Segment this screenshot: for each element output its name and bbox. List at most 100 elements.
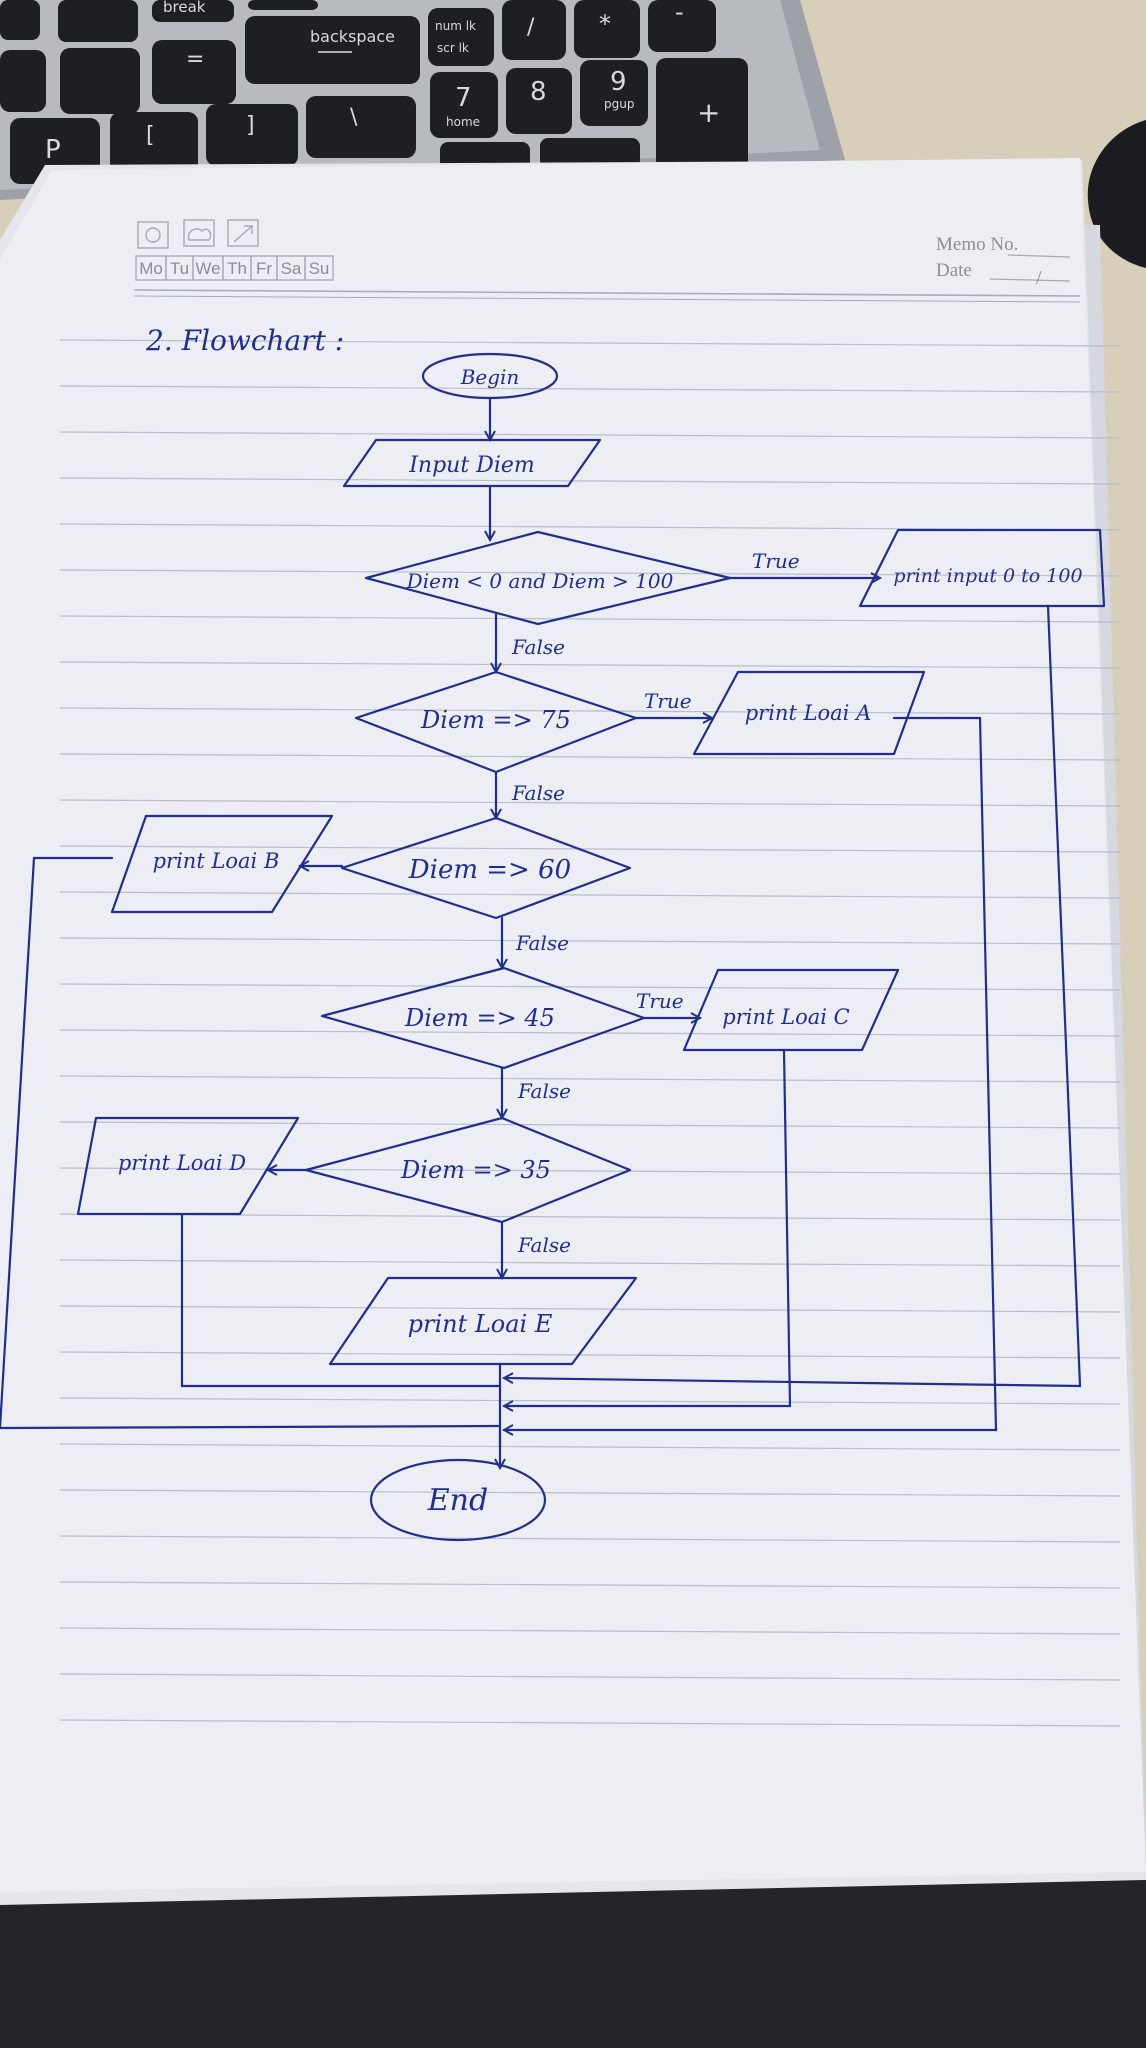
key-label: * (599, 10, 611, 38)
rule-line (59, 1305, 1121, 1313)
rule-line (59, 1029, 1121, 1037)
sun-icon (145, 227, 161, 243)
page-heading: 2. Flowchart : (145, 324, 344, 357)
flowchart: Begin Input Diem Diem < 0 and Diem > 100… (0, 352, 1106, 1542)
rule-line (59, 937, 1121, 945)
weather-icon-box (137, 221, 169, 249)
output-b-label: print Loai B (153, 849, 280, 873)
false-label: False (511, 635, 565, 659)
decision-1 (364, 530, 732, 626)
output-a-box (692, 670, 926, 756)
input-box (342, 438, 602, 488)
output-e-label: print Loai E (408, 1310, 553, 1338)
rule-line (59, 1259, 1121, 1267)
key-label: - (675, 0, 684, 26)
key (245, 16, 420, 84)
rule-line (59, 1535, 1121, 1543)
begin-label: Begin (460, 365, 520, 389)
false-label: False (511, 781, 565, 805)
key-label: 7 (455, 83, 472, 113)
rule-line (59, 477, 1121, 485)
key-label: [ (146, 123, 155, 148)
rule-line (59, 1167, 1121, 1175)
key-label: / (527, 15, 535, 40)
rule-line (59, 983, 1121, 991)
key (152, 40, 236, 104)
output-c-label: print Loai C (722, 1005, 849, 1029)
memo-label: Memo No. (936, 234, 1018, 255)
rule-line (59, 431, 1121, 439)
merge-connectors (0, 604, 1082, 1468)
true-label: True (636, 989, 684, 1013)
weekday-box (304, 255, 334, 281)
weather-icon-box (183, 219, 215, 247)
rule-line (59, 1581, 1121, 1589)
key (506, 68, 572, 134)
rule-line (59, 661, 1121, 669)
cloud-icon (187, 228, 212, 241)
rule-line (59, 1351, 1121, 1359)
input-label: Input Diem (408, 453, 535, 478)
false-label: False (517, 1079, 571, 1103)
rule-line (59, 339, 1121, 347)
rule-line (59, 1489, 1121, 1497)
notebook (0, 158, 1146, 1905)
output-d-box (76, 1116, 300, 1216)
decision-2-label: Diem => 75 (420, 706, 571, 734)
output-a-label: print Loai A (745, 701, 872, 725)
key (306, 96, 416, 158)
key (58, 0, 138, 42)
weekday-label: We (195, 259, 220, 278)
output-b-box (110, 814, 334, 914)
key-label: 8 (530, 77, 547, 107)
output-range-box (858, 528, 1106, 608)
false-label: False (515, 931, 569, 955)
key (574, 0, 640, 58)
key (248, 0, 318, 10)
key (540, 138, 640, 168)
key (502, 0, 566, 60)
laptop-keyboard: break backspace num lk scr lk / * - P [ … (0, 0, 845, 200)
rule-line (59, 1673, 1121, 1681)
key-label: P (45, 135, 61, 165)
output-e-box (328, 1276, 638, 1366)
true-label: True (752, 549, 800, 573)
rule-line (59, 615, 1121, 623)
weekday-label: Su (309, 259, 330, 278)
key-label: + (697, 96, 720, 129)
key (60, 48, 140, 114)
key-label: pgup (604, 97, 634, 111)
date-label: Date (936, 260, 972, 281)
key-label: backspace (310, 27, 395, 46)
key-label: 9 (610, 67, 627, 97)
rule-line (59, 1075, 1121, 1083)
key-label: = (186, 47, 204, 72)
key (430, 72, 498, 138)
weekday-label: Fr (256, 259, 272, 278)
key-label: \ (350, 105, 358, 130)
weekday-label: Mo (139, 259, 163, 278)
key-label: ] (246, 113, 255, 138)
decision-5-label: Diem => 35 (400, 1156, 551, 1184)
key-label: break (163, 0, 206, 16)
rule-line (59, 891, 1121, 899)
key-label: scr lk (437, 41, 469, 55)
decision-3 (340, 816, 632, 920)
key (428, 8, 494, 66)
key (0, 50, 46, 112)
key (648, 0, 716, 52)
laptop-bottom (0, 1880, 1146, 2048)
rule-line (59, 753, 1121, 761)
decision-4 (320, 966, 646, 1070)
output-range-label: print input 0 to 100 (893, 565, 1082, 587)
weather-icon-box (227, 219, 259, 247)
rule-line (59, 569, 1121, 577)
weekday-label: Sa (281, 259, 302, 278)
key (656, 58, 748, 170)
key (580, 60, 648, 126)
rule-line (59, 799, 1121, 807)
rule-line (59, 1397, 1121, 1405)
key-label: home (446, 115, 480, 129)
